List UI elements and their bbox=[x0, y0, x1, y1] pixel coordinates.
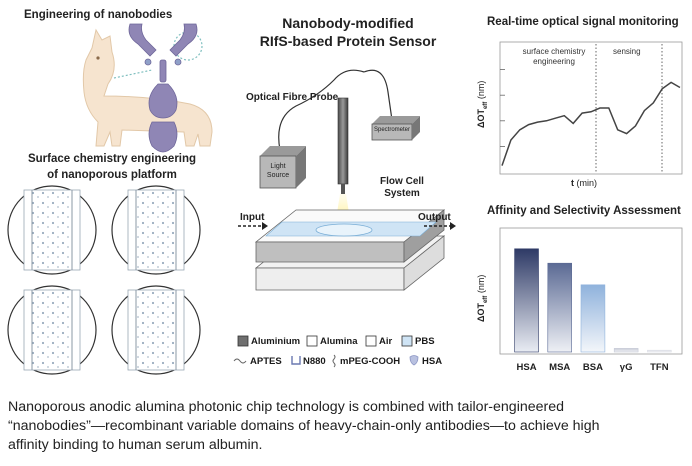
affinity-label-4: TFN bbox=[650, 362, 669, 373]
realtime-ylabel-unit: (nm) bbox=[476, 80, 486, 100]
light-source-line1: Light bbox=[270, 163, 286, 170]
legend-aluminium: Aluminium bbox=[251, 336, 301, 347]
legend-mpeg-cooh: mPEG-COOH bbox=[340, 356, 401, 367]
affinity-bar-bsa bbox=[580, 284, 606, 353]
affinity-bar-γg bbox=[613, 348, 639, 353]
surface-title-line2: of nanoporous platform bbox=[47, 169, 177, 181]
legend-aptes: APTES bbox=[250, 356, 282, 367]
affinity-ylabel-unit: (nm) bbox=[476, 274, 486, 294]
affinity-bar-tfn bbox=[647, 349, 672, 353]
sensor-title-line1: Nanobody-modified bbox=[282, 15, 414, 31]
fibre-cables bbox=[278, 69, 393, 151]
engineering-title: Engineering of nanobodies bbox=[24, 9, 173, 21]
output-label: Output bbox=[418, 212, 451, 223]
probe-label: Optical Fibre Probe bbox=[246, 92, 339, 103]
phase1-label: surface chemistry engineering bbox=[514, 47, 594, 67]
legend-n880: N880 bbox=[303, 356, 326, 367]
flow-cell-label: Flow Cell System bbox=[372, 176, 432, 200]
light-source-box bbox=[259, 146, 306, 189]
affinity-ylabel: ΔOTeff (nm) bbox=[476, 275, 489, 322]
spectrometer-box bbox=[371, 116, 420, 141]
pore-circle-2 bbox=[111, 185, 201, 275]
pore-circle-3 bbox=[7, 285, 97, 375]
realtime-ylabel: ΔOTeff (nm) bbox=[476, 81, 489, 128]
legend-air: Air bbox=[379, 336, 393, 347]
caption-line1: Nanoporous anodic alumina photonic chip … bbox=[8, 399, 565, 415]
surface-title: Surface chemistry engineering of nanopor… bbox=[12, 151, 212, 183]
realtime-ticks bbox=[500, 69, 505, 147]
affinity-label-0: HSA bbox=[516, 362, 537, 373]
realtime-ylabel-sub: eff bbox=[482, 101, 489, 110]
input-arrowhead bbox=[262, 222, 268, 230]
figure-graphics bbox=[7, 23, 683, 375]
sensor-title: Nanobody-modified RIfS-based Protein Sen… bbox=[238, 14, 458, 50]
legend-pbs: PBS bbox=[415, 336, 435, 347]
caption-line3: affinity binding to human serum albumin. bbox=[8, 437, 263, 453]
affinity-bar-msa bbox=[547, 262, 572, 353]
sensor-title-line2: RIfS-based Protein Sensor bbox=[259, 33, 437, 49]
realtime-xlabel-main: t bbox=[571, 178, 574, 188]
affinity-label-1: MSA bbox=[549, 362, 571, 373]
antibody-illustration bbox=[128, 23, 198, 153]
phase1-line2: engineering bbox=[533, 57, 575, 66]
affinity-bar-hsa bbox=[514, 248, 539, 353]
realtime-xlabel-unit: (min) bbox=[576, 178, 598, 188]
affinity-label-3: γG bbox=[619, 362, 633, 373]
affinity-chart bbox=[499, 227, 683, 355]
light-source-line2: Source bbox=[266, 172, 290, 179]
figure: Engineering of nanobodies Surface chemis… bbox=[7, 9, 683, 375]
spectrometer-label: Spectrometer bbox=[374, 127, 411, 133]
light-source-label: Light Source bbox=[262, 162, 294, 180]
caption-line2: “nanobodies”—recombinant variable domain… bbox=[8, 418, 600, 434]
pore-circle-4 bbox=[111, 285, 201, 375]
realtime-chart bbox=[499, 41, 683, 175]
phase2-label: sensing bbox=[613, 47, 641, 56]
phase1-line1: surface chemistry bbox=[522, 47, 586, 56]
realtime-ylabel-main: ΔOT bbox=[476, 109, 486, 128]
input-label: Input bbox=[240, 212, 265, 223]
affinity-ylabel-main: ΔOT bbox=[476, 303, 486, 322]
realtime-title: Real-time optical signal monitoring bbox=[487, 16, 679, 28]
output-arrowhead bbox=[450, 222, 456, 230]
affinity-label-2: BSA bbox=[582, 362, 603, 373]
affinity-bars bbox=[514, 248, 672, 353]
flow-cell-line2: System bbox=[384, 188, 420, 199]
pore-circle-1 bbox=[7, 185, 97, 275]
alpaca-illustration bbox=[82, 28, 213, 147]
surface-title-line1: Surface chemistry engineering bbox=[27, 153, 197, 165]
legend-alumina: Alumina bbox=[320, 336, 358, 347]
legend-swatches bbox=[233, 335, 419, 368]
realtime-signal-line bbox=[501, 81, 681, 166]
realtime-xlabel: t (min) bbox=[571, 178, 597, 188]
caption: Nanoporous anodic alumina photonic chip … bbox=[8, 398, 684, 455]
flow-cell-line1: Flow Cell bbox=[380, 176, 424, 187]
legend-hsa: HSA bbox=[422, 356, 443, 367]
optical-probe bbox=[337, 97, 349, 194]
affinity-title: Affinity and Selectivity Assessment bbox=[487, 205, 681, 217]
affinity-ylabel-sub: eff bbox=[482, 295, 489, 304]
flow-cell bbox=[254, 209, 446, 291]
